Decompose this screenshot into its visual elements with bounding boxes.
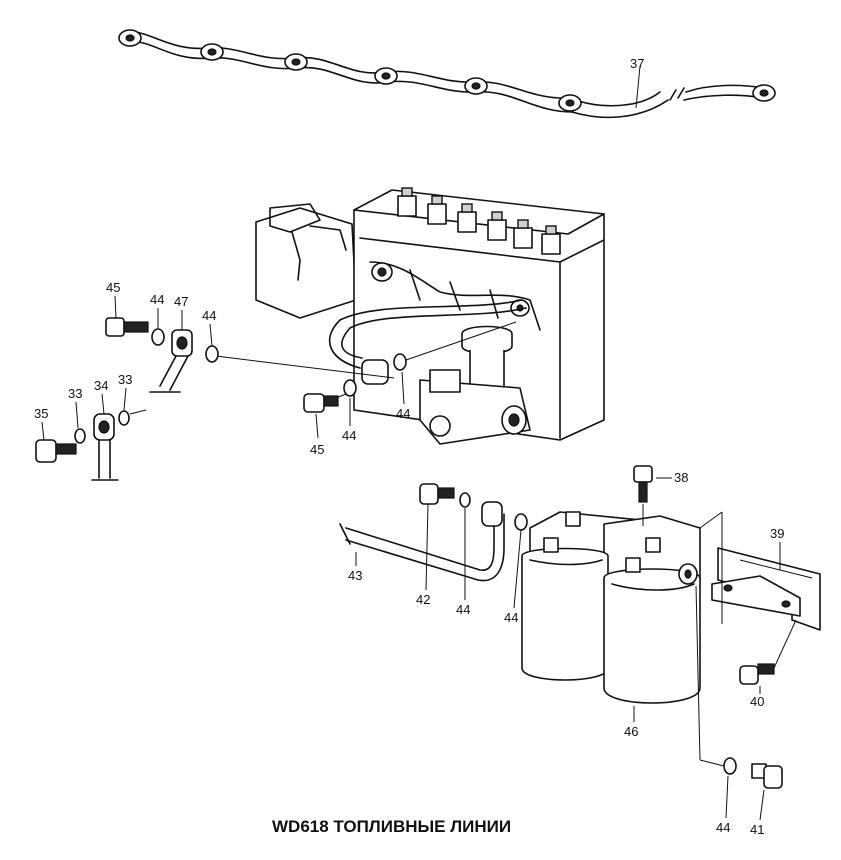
bolt-38	[633, 465, 653, 503]
fuel-filter-46	[521, 511, 701, 704]
callout-37: 37	[630, 56, 644, 71]
callout-39: 39	[770, 526, 784, 541]
callout-41: 41	[750, 822, 764, 837]
washer-44	[723, 757, 737, 775]
callout-43: 43	[348, 568, 362, 583]
banjo-ring	[118, 29, 776, 112]
banjo-bolt-41	[751, 763, 783, 789]
washer-33	[74, 428, 86, 444]
washer-44	[205, 345, 219, 363]
callout-34: 34	[94, 378, 108, 393]
callout-42: 42	[416, 592, 430, 607]
callout-45: 45	[310, 442, 324, 457]
callout-35: 35	[34, 406, 48, 421]
callout-40: 40	[750, 694, 764, 709]
washer-44	[393, 353, 407, 371]
callout-33: 33	[68, 386, 82, 401]
washer-33	[118, 410, 130, 426]
callout-44: 44	[150, 292, 164, 307]
bolt-40	[739, 663, 775, 685]
callout-33: 33	[118, 372, 132, 387]
callout-38: 38	[674, 470, 688, 485]
washer-44	[343, 379, 357, 397]
banjo-fitting	[481, 501, 503, 527]
callout-44: 44	[456, 602, 470, 617]
callout-labels: 37 45 44 47 44 33 34 33 35 45 44 44 38 3…	[34, 56, 784, 837]
fuel-pipe-43	[339, 513, 505, 582]
banjo-bolt-42	[419, 483, 455, 505]
return-line-37	[118, 29, 776, 119]
callout-45: 45	[106, 280, 120, 295]
washer-44	[151, 328, 165, 346]
washer-44	[514, 513, 528, 531]
callout-44: 44	[342, 428, 356, 443]
banjo-bolt-45	[105, 317, 149, 337]
callout-44: 44	[202, 308, 216, 323]
washer-44	[459, 492, 471, 508]
callout-44: 44	[396, 406, 410, 421]
callout-47: 47	[174, 294, 188, 309]
injection-pump	[255, 187, 605, 445]
diagram-title: WD618 ТОПЛИВНЫЕ ЛИНИИ	[272, 817, 511, 836]
banjo-bolt-35	[35, 439, 77, 463]
banjo-fitting-34	[91, 413, 119, 481]
bracket-39	[711, 547, 821, 631]
callout-46: 46	[624, 724, 638, 739]
delivery-valve	[397, 187, 561, 255]
callout-44: 44	[504, 610, 518, 625]
callout-44: 44	[716, 820, 730, 835]
banjo-bolt-45	[303, 393, 339, 413]
